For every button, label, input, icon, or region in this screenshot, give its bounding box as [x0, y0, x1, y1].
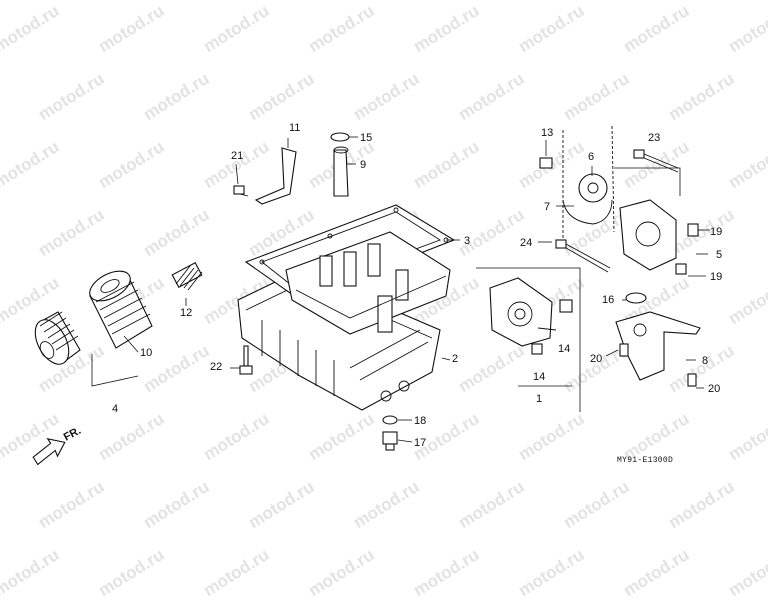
callout-10: 10: [140, 347, 152, 359]
oil-pipe: [330, 132, 350, 197]
callout-1: 1: [536, 393, 542, 405]
callout-6: 6: [588, 151, 594, 163]
callout-14: 14: [533, 371, 545, 383]
parts-diagram: FR. 123456789101112131414151617181919202…: [32, 122, 722, 466]
callout-24: 24: [520, 237, 532, 249]
callout-19: 19: [710, 226, 722, 238]
callout-12: 12: [180, 307, 192, 319]
callout-7: 7: [544, 201, 550, 213]
bolt-13: [539, 157, 553, 169]
callout-18: 18: [414, 415, 426, 427]
callout-16: 16: [602, 294, 614, 306]
oil-strainer: [615, 292, 701, 387]
callout-21: 21: [231, 150, 243, 162]
callout-14: 14: [558, 343, 570, 355]
bolt-22: [239, 345, 253, 375]
bolt-23: [633, 149, 679, 173]
callout-8: 8: [702, 355, 708, 367]
filter-element: [89, 270, 153, 349]
oil-pump: [489, 277, 573, 355]
callout-13: 13: [541, 127, 553, 139]
bolt-24: [555, 239, 611, 273]
callout-20: 20: [590, 353, 602, 365]
callout-numbers: 1234567891011121314141516171819192020212…: [112, 122, 722, 449]
callout-11: 11: [289, 122, 300, 134]
union-stud: [171, 261, 203, 291]
callout-3: 3: [464, 235, 470, 247]
callout-9: 9: [360, 159, 366, 171]
callout-19: 19: [710, 271, 722, 283]
callout-20: 20: [708, 383, 720, 395]
callout-22: 22: [210, 361, 222, 373]
direction-label: FR.: [62, 425, 83, 444]
drain-bolt: [382, 415, 398, 451]
oil-pump-assembly: [619, 199, 699, 275]
bracket-clip: [233, 147, 297, 205]
front-direction-arrow: FR.: [32, 425, 83, 466]
diagram-code: MY91-E1300D: [617, 456, 674, 465]
callout-23: 23: [648, 132, 660, 144]
callout-5: 5: [716, 249, 722, 261]
callout-2: 2: [452, 353, 458, 365]
callout-15: 15: [360, 132, 372, 144]
callout-4: 4: [112, 403, 118, 415]
callout-17: 17: [414, 437, 426, 449]
oil-filter: [34, 311, 81, 365]
drive-sprocket: [562, 125, 615, 240]
crankcase-lower: [285, 231, 451, 335]
